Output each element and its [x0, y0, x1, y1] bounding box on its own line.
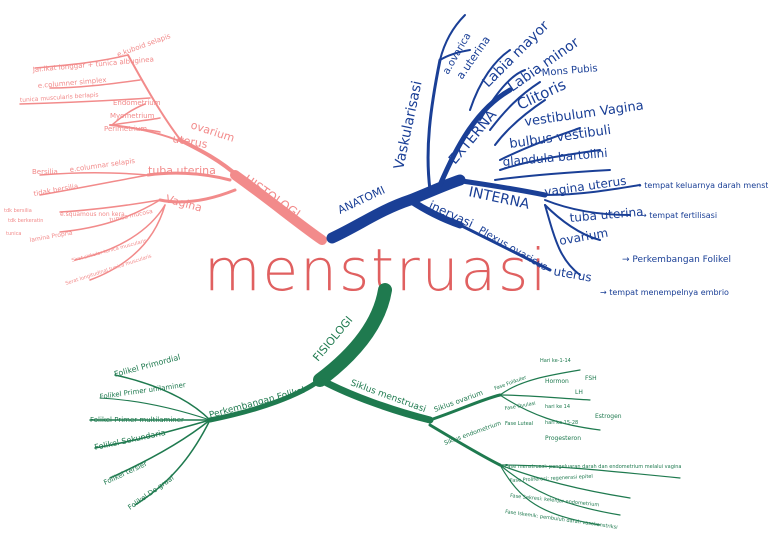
siklus-ovarium-item: hari ke 14: [545, 404, 570, 410]
interna-item: tuba uterina: [569, 205, 644, 225]
eksterna-label: EXTERNA: [446, 107, 501, 168]
siklus-ovarium-item: Hormon: [545, 378, 569, 385]
histologi-ovarium-uterus-branch: [178, 138, 242, 180]
folikel-item: Folikel Primordial: [113, 353, 181, 379]
eksterna-branch: [437, 87, 513, 188]
interna-note: → Perkembangan Folikel: [622, 255, 731, 265]
histologi-trunk: [230, 170, 327, 245]
inervasi-branch: [458, 223, 552, 272]
siklus-ovarium-item: FSH: [585, 375, 597, 382]
folikel-item: Folikel Primer multilaminer: [90, 416, 184, 424]
interna-item: vagina uterus: [543, 174, 627, 199]
ovarium-item: e.kuboid selapis: [116, 32, 172, 59]
siklus-ovarium-item: Estrogen: [595, 413, 622, 420]
folikel-item: Folikel tersier: [102, 460, 148, 487]
central-title: menstruasi: [204, 236, 548, 304]
anatomi-branch: [326, 14, 641, 276]
vagina-item: e.squamous non kera: [60, 211, 125, 218]
vagina-item: lamina Propria: [29, 229, 73, 243]
siklus-ovarium-item: hari ke 15-28: [545, 420, 578, 426]
ovarium-sub-branch: [127, 54, 183, 143]
histologi-branch: [19, 54, 327, 281]
siklus-branch: [321, 378, 434, 424]
ovarium-item: Endometrium: [113, 99, 161, 107]
tuba-item: tidak bersilia: [33, 182, 79, 198]
interna-branch: [452, 177, 548, 198]
siklus-endometrium-label: Siklus endometrium: [443, 420, 502, 447]
siklus-endometrium-item: Fase Iskemik: pembuluh darah vasokonstri…: [505, 509, 618, 531]
siklus-endometrium-item: Fase Sekresi: kelenjar endometrium: [510, 493, 600, 508]
fisiologi-trunk: [313, 283, 392, 387]
vagina-item: tdk berkeratin: [8, 218, 43, 224]
tuba-item: Bersilia: [32, 168, 58, 176]
folikel-item: Folikel De graaf: [127, 474, 177, 512]
uterus-label: uterus: [171, 132, 208, 151]
interna-note: → tempat menempelnya embrio: [600, 288, 729, 297]
vaskularisasi-label: Vaskularisasi: [391, 79, 425, 170]
tuba-item: e.columnar selapis: [69, 157, 136, 174]
vagina-label: Vagina: [164, 192, 203, 214]
interna-note: → tempat fertilisasi: [640, 211, 717, 220]
fisiologi-labels: FISIOLOGI Perkembangan Folikel Folikel P…: [90, 314, 681, 531]
vagina-item: tunica: [6, 231, 22, 237]
folikel-item: Folikel Sekundaria: [94, 428, 167, 452]
siklus-ovarium-item: Fase Ovulasi: [504, 401, 536, 412]
vaskularisasi-branch: [426, 58, 442, 192]
siklus-ovarium-item: Progesteron: [545, 435, 581, 442]
interna-note: → tempat keluarnya darah menstruasi: [635, 181, 768, 190]
tuba-label: tuba uterina: [148, 164, 216, 177]
siklus-endometrium-item: Fase Proliferasi: regenerasi epitel: [510, 474, 593, 484]
histologi-label: HISTOLOGI: [241, 172, 303, 221]
folikel-item: Folikel Primer unilaminer: [99, 381, 186, 401]
ovarium-item: Perimetrium: [104, 125, 147, 133]
ovarium-item: Myometrium: [110, 112, 155, 120]
eksterna-item: Mons Pubis: [541, 63, 598, 79]
fisiologi-branch: [89, 283, 681, 526]
ovarium-item: Jar.ikat longgar + tunica albuginea: [31, 55, 154, 74]
interna-item: uterus: [552, 264, 592, 284]
interna-item: ovarium: [558, 226, 609, 248]
folikel-label: Perkembangan Folikel: [208, 386, 306, 421]
siklus-ovarium-item: Hari ke-1-14: [540, 358, 571, 364]
siklus-ovarium-item: LH: [575, 389, 583, 396]
vagina-item: tdk bersilia: [4, 208, 32, 214]
tuba-branch: [146, 171, 232, 182]
vagina-branch: [158, 188, 237, 204]
siklus-ovarium-item: Fase Luteal: [505, 421, 533, 427]
siklus-endometrium-item: Fase menstruasi: pengeluaran darah dan e…: [505, 464, 681, 470]
folikel-branch: [207, 377, 323, 423]
